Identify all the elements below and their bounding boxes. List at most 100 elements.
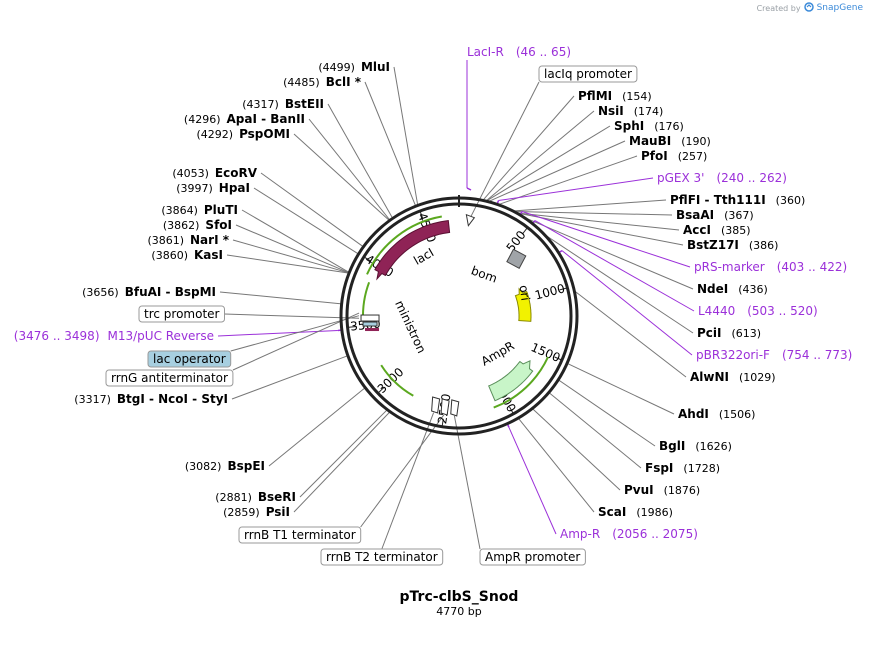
primer-laci-r-range: (46 .. 65)	[516, 45, 571, 59]
site-fspi-position: (1728)	[683, 462, 720, 475]
terminator-green-arc	[380, 364, 414, 397]
site-psii-name: PsiI	[266, 505, 290, 519]
site-bfuai-bspmi-name: BfuAI - BspMI	[125, 285, 216, 299]
ori-arrow	[514, 287, 532, 322]
leader-lines	[217, 60, 695, 550]
tick-4500	[419, 210, 424, 219]
site-bspei-name: BspEI	[227, 459, 265, 473]
site-bsteii-leader	[327, 103, 394, 219]
primer-amp-r-leader	[508, 427, 557, 535]
site-pvui-name: PvuI	[624, 483, 654, 497]
site-bstz17i-name: BstZ17I	[687, 238, 739, 252]
site-acci-name: AccI	[683, 223, 711, 237]
site-bcli-name: BclI *	[326, 75, 362, 89]
site-sfoi-name: SfoI	[205, 218, 232, 232]
snapgene-logo-icon	[803, 2, 814, 14]
laci-green-arc	[366, 215, 442, 275]
site-fspi-leader	[548, 392, 642, 469]
tick-4000	[363, 256, 371, 262]
site-bstz17i-leader	[516, 212, 684, 246]
site-maubi-position: (190)	[681, 135, 711, 148]
primer-pbr322ori-f-leader	[561, 250, 693, 356]
site-pvui-leader	[531, 408, 621, 491]
site-bspei-position: (3082)	[185, 460, 222, 473]
site-hpai-position: (3997)	[176, 182, 213, 195]
site-pflmi-name: PflMI	[578, 89, 612, 103]
snapgene-credit: Created by SnapGene	[757, 2, 863, 14]
feature-rrng-antiterminator-box	[105, 369, 234, 387]
site-pluti-position: (3864)	[161, 204, 198, 217]
site-acci-position: (385)	[721, 224, 751, 237]
site-btgi-ncoi-styi-position: (3317)	[74, 393, 111, 406]
feature-lac-operator-leader	[230, 315, 360, 352]
tick-1500	[554, 356, 563, 361]
site-btgi-ncoi-styi-leader	[231, 355, 349, 400]
primer-prs-marker-mark	[519, 211, 523, 215]
site-scai-position: (1986)	[636, 506, 673, 519]
site-pflfi-tth111i-leader	[512, 199, 667, 212]
site-mlui-position: (4499)	[318, 61, 355, 74]
site-hpai-leader	[253, 187, 359, 255]
map-label-ministron: ministron	[392, 298, 429, 355]
site-pflmi-position: (154)	[622, 90, 652, 103]
site-nsii-position: (174)	[634, 105, 664, 118]
site-bgli-name: BglI	[659, 439, 685, 453]
map-label-ampr: AmpR	[479, 339, 517, 369]
feature-laciq-promoter-leader	[470, 81, 540, 217]
site-ecorv-position: (4053)	[172, 167, 209, 180]
site-acci-leader	[516, 212, 680, 231]
site-nari-leader	[232, 239, 350, 274]
site-bsteii-position: (4317)	[242, 98, 279, 111]
laci-arrow	[374, 220, 451, 281]
site-ecorv-leader	[260, 172, 364, 248]
primer-m13-puc-reverse-range: (3476 .. 3498)	[14, 329, 100, 343]
site-bstz17i-position: (386)	[749, 239, 779, 252]
trc-promoter-shape	[360, 314, 380, 322]
site-kasi-name: KasI	[194, 248, 223, 262]
site-mlui-name: MluI	[361, 60, 390, 74]
feature-rrnb-t1-terminator-box	[238, 526, 362, 544]
laciq-promoter-shape	[465, 213, 476, 227]
credit-brand: SnapGene	[816, 3, 863, 13]
site-scai-leader	[517, 417, 595, 513]
site-sfoi-position: (3862)	[163, 219, 200, 232]
site-pflmi-leader	[482, 95, 575, 201]
primer-amp-r-name: Amp-R	[560, 527, 600, 541]
site-bseri-name: BseRI	[258, 490, 296, 504]
tick-2000	[509, 406, 514, 415]
tick-3000	[377, 387, 385, 394]
site-pfoi-leader	[498, 155, 638, 206]
site-apai-banii-name: ApaI - BanII	[227, 112, 306, 126]
feature-rrnb-t1-terminator-leader	[360, 414, 445, 528]
site-bsaai-leader	[513, 211, 673, 216]
site-pcii-name: PciI	[697, 326, 722, 340]
primer-pbr322ori-f-name: pBR322ori-F	[696, 348, 770, 362]
rrnb-t1-shape	[440, 398, 450, 416]
rrng-antiterminator-shape	[365, 328, 380, 332]
primer-l4440-name: L4440	[698, 304, 735, 318]
site-hpai-name: HpaI	[219, 181, 250, 195]
site-pcii-leader	[543, 234, 694, 334]
site-pspomi-leader	[293, 133, 390, 221]
feature-trc-promoter-box	[138, 305, 225, 323]
site-pfoi-name: PfoI	[641, 149, 668, 163]
primer-l4440-leader	[534, 220, 695, 312]
primer-amp-r-range: (2056 .. 2075)	[612, 527, 698, 541]
site-pflfi-tth111i-position: (360)	[776, 194, 806, 207]
primer-m13-puc-reverse-name: M13/pUC Reverse	[108, 329, 215, 343]
feature-rrnb-t2-terminator-label: rrnB T2 terminator	[326, 550, 438, 564]
feature-laciq-promoter-label: lacIq promoter	[544, 67, 632, 81]
site-pluti-leader	[241, 209, 350, 273]
primer-l4440-range: (503 .. 520)	[747, 304, 817, 318]
site-pfoi-position: (257)	[678, 150, 708, 163]
feature-ampr-promoter-box	[479, 548, 586, 566]
rrnb-t2-shape	[431, 396, 441, 414]
site-bgli-position: (1626)	[695, 440, 732, 453]
primer-laci-r-name: LacI-R	[467, 45, 504, 59]
site-nsii-name: NsiI	[598, 104, 624, 118]
feature-lac-operator-box	[147, 350, 232, 368]
bom-shape	[506, 248, 527, 269]
site-nsii-leader	[485, 110, 595, 202]
